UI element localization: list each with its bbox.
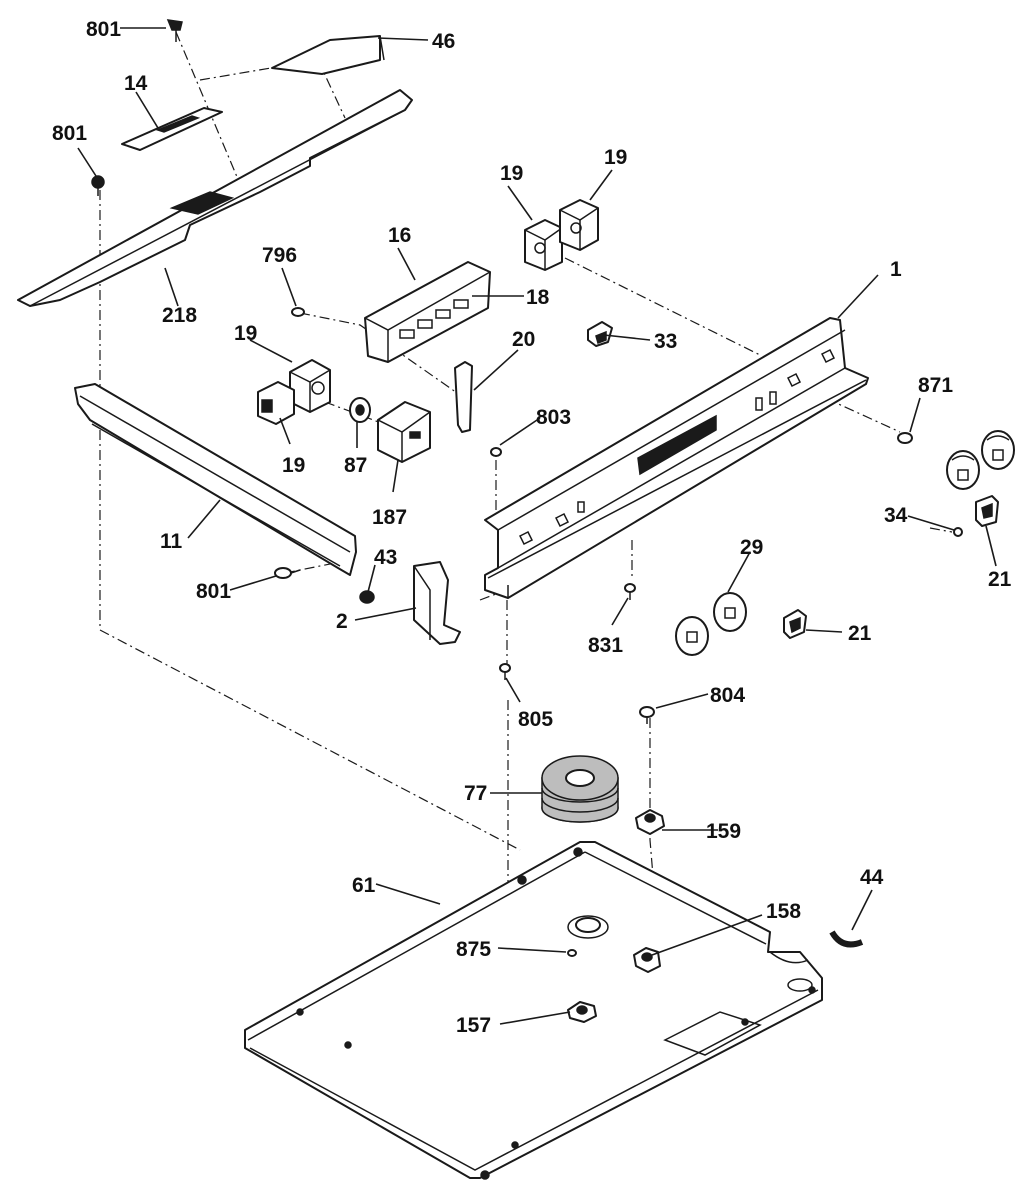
part-labels: 801 46 14 801 218 796 16 18 19 19 20 33 … xyxy=(52,18,1012,1037)
label-46: 46 xyxy=(432,30,455,53)
part-29-knob-b xyxy=(713,592,747,632)
label-19-upper-left: 19 xyxy=(500,162,523,185)
part-14-bracket xyxy=(121,107,223,151)
label-87: 87 xyxy=(344,454,367,477)
label-831: 831 xyxy=(588,634,623,657)
part-77-coil xyxy=(541,755,619,823)
part-21-switch-lower xyxy=(783,609,807,639)
part-157-thermostat xyxy=(567,1001,597,1023)
screw-831-icon xyxy=(624,583,636,600)
part-2-end-bracket xyxy=(413,561,461,645)
label-871: 871 xyxy=(918,374,953,397)
screw-804-icon xyxy=(639,706,655,724)
part-34-pin xyxy=(953,527,963,537)
label-218: 218 xyxy=(162,304,197,327)
part-43-nut xyxy=(359,590,375,604)
screw-871-icon xyxy=(897,432,913,444)
label-159: 159 xyxy=(706,820,741,843)
part-19-switch-c xyxy=(289,359,331,413)
label-14: 14 xyxy=(124,72,148,95)
label-804: 804 xyxy=(710,684,745,707)
part-159-thermostat xyxy=(635,809,665,835)
label-20: 20 xyxy=(512,328,535,351)
part-1-control-panel xyxy=(484,317,869,599)
label-796: 796 xyxy=(262,244,297,267)
label-61: 61 xyxy=(352,874,376,897)
label-875: 875 xyxy=(456,938,491,961)
screw-801-bottom-icon xyxy=(274,567,301,579)
part-19-switch-a xyxy=(524,219,563,271)
part-87-ring xyxy=(349,397,371,423)
label-34: 34 xyxy=(884,504,908,527)
label-19-left: 19 xyxy=(234,322,257,345)
screw-875-icon xyxy=(567,949,577,957)
part-knob-upper-a xyxy=(946,450,980,490)
label-33: 33 xyxy=(654,330,677,353)
screw-805-icon xyxy=(499,663,511,680)
part-61-base-pan xyxy=(244,841,823,1180)
part-knob-upper-b xyxy=(981,430,1015,470)
part-218-rear-panel xyxy=(17,89,413,307)
label-801-left: 801 xyxy=(52,122,87,145)
label-187: 187 xyxy=(372,506,407,529)
label-158: 158 xyxy=(766,900,801,923)
part-29-knob-a xyxy=(675,616,709,656)
label-803: 803 xyxy=(536,406,571,429)
leader-lines xyxy=(77,27,997,1025)
label-21-lower: 21 xyxy=(848,622,872,645)
label-11: 11 xyxy=(160,530,183,553)
screw-803-icon xyxy=(490,447,502,457)
label-77: 77 xyxy=(464,782,487,805)
label-19-upper-right: 19 xyxy=(604,146,627,169)
label-44: 44 xyxy=(860,866,884,889)
label-2: 2 xyxy=(336,610,348,633)
label-19-lower: 19 xyxy=(282,454,305,477)
label-21-upper: 21 xyxy=(988,568,1012,591)
part-187-block xyxy=(377,401,431,463)
label-1: 1 xyxy=(890,258,902,281)
label-43: 43 xyxy=(374,546,397,569)
part-20-bracket xyxy=(454,361,473,433)
screw-796-icon xyxy=(291,307,305,317)
part-16-control-board xyxy=(364,261,491,363)
label-801-top: 801 xyxy=(86,18,121,41)
label-805: 805 xyxy=(518,708,553,731)
part-21-switch-upper xyxy=(975,495,999,527)
label-157: 157 xyxy=(456,1014,491,1037)
label-18: 18 xyxy=(526,286,550,309)
label-29: 29 xyxy=(740,536,763,559)
label-16: 16 xyxy=(388,224,411,247)
part-44-clip xyxy=(829,930,864,948)
part-46-top-cover xyxy=(271,35,385,75)
part-33-switch xyxy=(587,321,613,347)
part-19-switch-b xyxy=(559,199,599,251)
label-801-bottom: 801 xyxy=(196,580,231,603)
screw-801-top-icon xyxy=(166,19,183,42)
screw-801-left-icon xyxy=(91,175,105,196)
part-11-front-rail xyxy=(74,383,357,576)
part-19-switch-d xyxy=(257,381,295,425)
